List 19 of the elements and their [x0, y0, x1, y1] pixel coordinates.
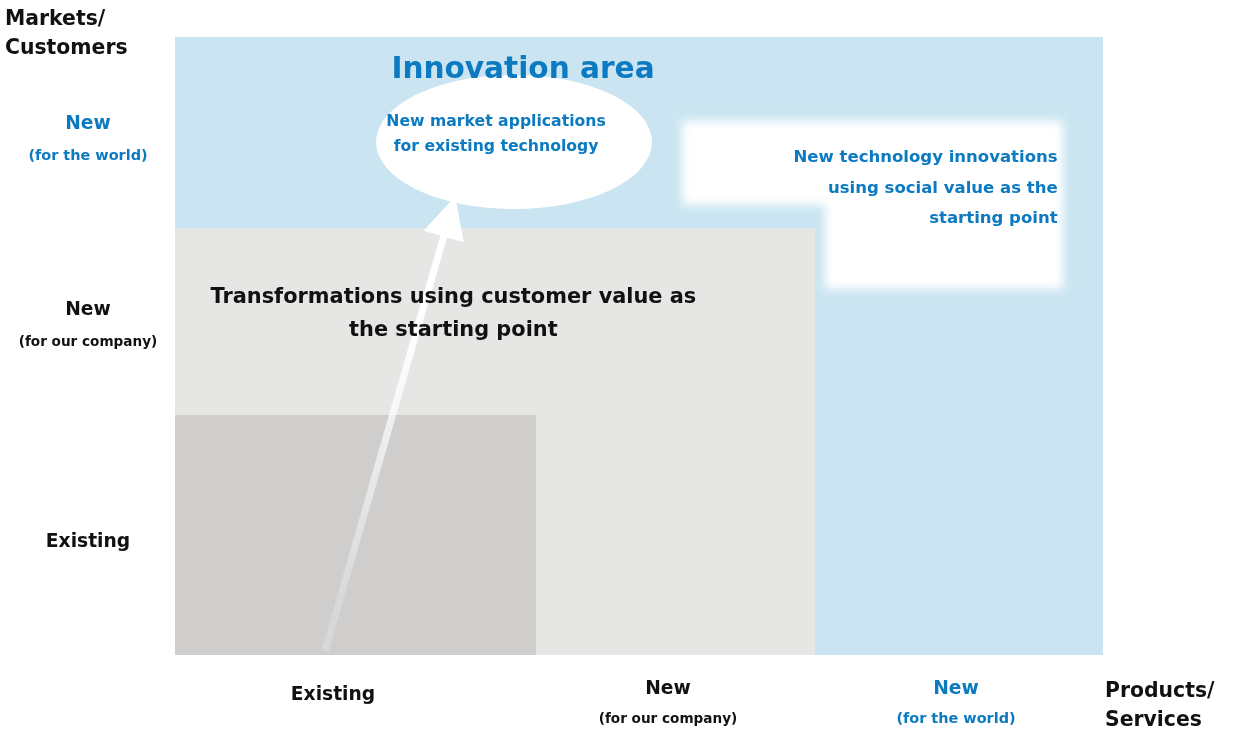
- region-panel: [175, 228, 815, 655]
- axis-note: (for our company): [597, 710, 739, 726]
- axis-title: Products/ Services: [1105, 677, 1216, 733]
- axis-value: New: [932, 677, 980, 698]
- area-panel: [175, 37, 1103, 655]
- axis-title: Markets/ Customers: [5, 5, 129, 61]
- shaded-block: [175, 415, 536, 655]
- axis-note: (for our company): [17, 333, 159, 349]
- panel-text: New technology innovations using social value as the starting point: [792, 146, 1058, 229]
- axis-value: New: [64, 112, 112, 133]
- axis-value: New: [644, 677, 692, 698]
- area-title: Innovation area: [390, 50, 656, 85]
- axis-value: Existing: [289, 683, 377, 704]
- bubble-text: New market applications for existing technology: [385, 110, 607, 158]
- axis-note: (for the world): [895, 710, 1017, 726]
- axis-note: (for the world): [27, 147, 149, 163]
- axis-value: New: [64, 298, 112, 319]
- axis-value: Existing: [44, 530, 132, 551]
- region-title: Transformations using customer value as the starting point: [209, 283, 698, 344]
